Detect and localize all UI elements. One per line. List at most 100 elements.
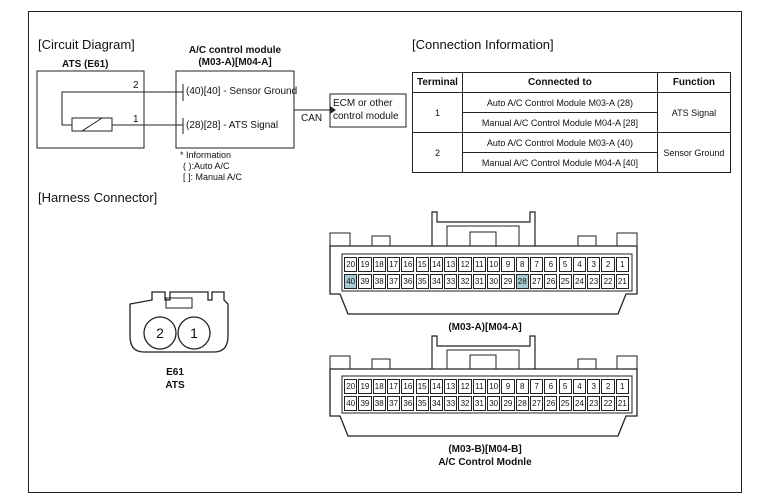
e61-pin-2 — [143, 316, 177, 350]
pin-cell: 2 — [601, 257, 615, 272]
pin-cell: 13 — [444, 257, 458, 272]
pin-2-label: 2 — [133, 80, 139, 91]
module-title-line1: A/C control module — [188, 45, 282, 56]
info-auto: ( ):Auto A/C — [183, 161, 230, 171]
connection-table: Terminal Connected to Function 1 Auto A/… — [412, 72, 731, 173]
pin-cell: 37 — [386, 396, 401, 411]
pin-cell: 1 — [615, 257, 629, 272]
pin-cell: 27 — [529, 274, 544, 289]
e61-label: E61 — [166, 367, 184, 378]
pin-cell: 25 — [558, 396, 572, 411]
pin-cell: 34 — [429, 396, 444, 411]
pin-cell: 10 — [487, 257, 501, 272]
pin-cell: 39 — [358, 396, 372, 411]
pin-cell: 29 — [501, 274, 515, 289]
pin-cell: 19 — [358, 257, 372, 272]
pin-cell: 31 — [472, 396, 486, 411]
pin-cell: 37 — [386, 274, 401, 289]
ats-box — [36, 70, 145, 149]
pin-cell: 16 — [401, 257, 415, 272]
pin-cell: 34 — [429, 274, 444, 289]
pin-cell: 24 — [572, 396, 587, 411]
pin-cell: 11 — [472, 257, 486, 272]
pin-cell: 8 — [515, 379, 529, 394]
info-title: * Information — [180, 150, 232, 160]
wire-pin-2 — [61, 91, 183, 126]
pin-cell: 40 — [344, 396, 358, 411]
pin-cell: 5 — [558, 379, 572, 394]
pin-cell: 21 — [615, 396, 629, 411]
harness-connector-title: [Harness Connector] — [38, 190, 158, 205]
row2-connected-manual: Manual A/C Control Module M04-A [40] — [461, 152, 658, 173]
pin-cell: 39 — [358, 274, 372, 289]
pin-cell: 30 — [487, 396, 501, 411]
pin-cell: 28 — [515, 396, 529, 411]
pin-cell: 16 — [401, 379, 415, 394]
pin-cell: 9 — [501, 257, 515, 272]
pin-cell: 4 — [572, 379, 587, 394]
pin-cell: 10 — [487, 379, 501, 394]
can-label: CAN — [301, 113, 323, 124]
pin-cell: 35 — [415, 396, 429, 411]
pin-cell: 7 — [529, 257, 544, 272]
pin-cell: 29 — [501, 396, 515, 411]
pin-cell: 35 — [415, 274, 429, 289]
table-header-row: Terminal Connected to Function — [412, 72, 731, 93]
e61-pin-left-label: 2 — [156, 325, 164, 341]
pin-cell: 11 — [472, 379, 486, 394]
pin-cell: 38 — [372, 396, 386, 411]
pin-cell: 36 — [401, 274, 415, 289]
pin-cell: 22 — [601, 396, 615, 411]
connection-info-title: [Connection Information] — [412, 37, 554, 52]
pin-cell: 8 — [515, 257, 529, 272]
row2-function: Sensor Ground — [656, 132, 731, 173]
pin-cell: 22 — [601, 274, 615, 289]
circuit-diagram-title: [Circuit Diagram] — [38, 37, 135, 52]
pin-cell: 3 — [587, 379, 601, 394]
ats-title: ATS (E61) — [62, 59, 109, 70]
pin-cell: 18 — [372, 257, 386, 272]
pin-cell: 33 — [444, 396, 458, 411]
pin-cell: 4 — [572, 257, 587, 272]
ats-signal-label: (28)[28] - ATS Signal — [186, 120, 279, 131]
pin-cell: 17 — [386, 379, 401, 394]
pin-cell: 32 — [458, 274, 472, 289]
pin-cell: 32 — [458, 396, 472, 411]
pin-cell: 6 — [544, 379, 558, 394]
pin-cell: 26 — [544, 396, 558, 411]
pin-cell: 17 — [386, 257, 401, 272]
pin-cell: 9 — [501, 379, 515, 394]
ats-label: ATS — [165, 380, 185, 391]
ecm-box — [329, 93, 407, 128]
pin-cell: 25 — [558, 274, 572, 289]
pin-cell: 19 — [358, 379, 372, 394]
connector-a-caption: (M03-A)[M04-A] — [448, 322, 522, 333]
pin-cell: 1 — [615, 379, 629, 394]
pin-cell: 23 — [587, 396, 601, 411]
pin-cell: 15 — [415, 379, 429, 394]
table-row: 1 Auto A/C Control Module M03-A (28) ATS… — [412, 92, 731, 133]
pin-cell: 18 — [372, 379, 386, 394]
pin-cell: 3 — [587, 257, 601, 272]
connector-b-caption-line1: (M03-B)[M04-B] — [448, 444, 522, 455]
pin-cell: 12 — [458, 379, 472, 394]
e61-pin-1 — [177, 316, 211, 350]
e61-pin-right-label: 1 — [190, 325, 198, 341]
pin-cell: 14 — [429, 379, 444, 394]
row1-function: ATS Signal — [656, 92, 731, 133]
pin-cell: 40 — [344, 274, 358, 289]
pin-cell: 5 — [558, 257, 572, 272]
pin-cell: 27 — [529, 396, 544, 411]
diagram-frame — [28, 11, 742, 493]
pin-cell: 6 — [544, 257, 558, 272]
table-row: 2 Auto A/C Control Module M03-A (40) Sen… — [412, 132, 731, 173]
pin-cell: 26 — [544, 274, 558, 289]
pin-cell: 36 — [401, 396, 415, 411]
ecm-label-line2: control module — [333, 111, 399, 122]
pin-cell: 31 — [472, 274, 486, 289]
pin-cell: 20 — [344, 379, 358, 394]
